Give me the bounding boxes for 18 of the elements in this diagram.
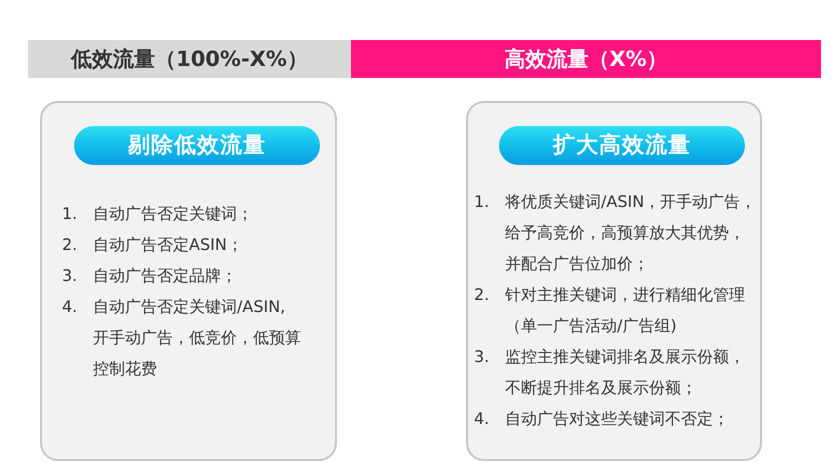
- band-heading: 高效流量（X%）: [504, 46, 668, 72]
- title-pill: [74, 126, 320, 165]
- list-item: 2. 针对主推关键词，进行精细化管理（单一广告活动/广告组): [474, 284, 746, 337]
- list-item: 1. 将优质关键词/ASIN，开手动广告，给予高竞价，高预算放大其优势，并配合广告位加价；: [474, 191, 757, 275]
- list-item: 4. 自动广告对这些关键词不否定；: [474, 408, 730, 430]
- card-title: 扩大高效流量: [553, 132, 691, 160]
- header-band: [351, 40, 821, 78]
- list-item: 4. 自动广告否定关键词/ASIN, 开手动广告，低竞价，低预算控制花费: [62, 296, 302, 380]
- list-item: 3. 监控主推关键词排名及展示份额，不断提升排名及展示份额；: [474, 346, 746, 399]
- band-heading: 低效流量（100%-X%）: [71, 46, 308, 72]
- card-panel: [40, 101, 337, 461]
- title-pill: [499, 126, 745, 165]
- card-panel: [466, 101, 762, 461]
- list-item: 1. 自动广告否定关键词；: [62, 203, 254, 225]
- header-band: [28, 40, 351, 78]
- card-title: 剔除低效流量: [128, 132, 266, 160]
- list-item: 3. 自动广告否定品牌；: [62, 265, 238, 287]
- list-item: 2. 自动广告否定ASIN；: [62, 234, 244, 256]
